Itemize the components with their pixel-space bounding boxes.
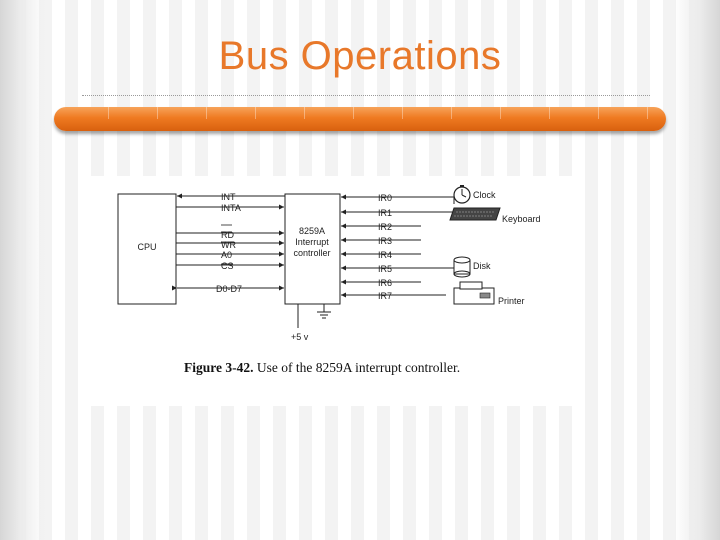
figure-caption-text: Use of the 8259A interrupt controller. [256,360,461,375]
printer-icon [453,281,495,305]
signal-cs: CS [221,261,234,271]
ir7-label: IR7 [378,291,392,301]
power-label: +5 v [291,332,309,342]
cpu-label: CPU [137,242,156,252]
right-shading [674,0,720,540]
signal-int: INT [221,192,236,202]
keyboard-icon [449,207,501,221]
ir0-label: IR0 [378,193,392,203]
ir6-label: IR6 [378,278,392,288]
controller-label-line3: controller [293,248,330,258]
interrupt-controller-diagram: CPU 8259A Interrupt controller INT INTA … [117,185,541,342]
ir2-label: IR2 [378,222,392,232]
cpu-box [117,193,177,305]
keyboard-label: Keyboard [502,214,541,224]
figure-panel: CPU 8259A Interrupt controller INT INTA … [88,176,580,406]
title-divider [82,95,650,96]
slide-title: Bus Operations [218,34,502,78]
ir3-label: IR3 [378,236,392,246]
disk-icon [453,256,471,278]
controller-label-line1: 8259A [299,226,325,236]
ir1-label: IR1 [378,208,392,218]
ground-icon [317,304,331,319]
ir4-label: IR4 [378,250,392,260]
figure-caption: Figure 3-42. Use of the 8259A interrupt … [184,360,564,376]
signal-inta: INTA [221,203,241,213]
signal-d0-d7: D0-D7 [216,284,242,294]
orange-header-bar [54,107,666,131]
disk-label: Disk [473,261,491,271]
clock-label: Clock [473,190,496,200]
signal-wr: WR [221,240,236,250]
clock-icon [453,185,471,204]
header-bar-highlight [60,107,660,119]
controller-label-line2: Interrupt [295,237,329,247]
signal-rd: RD [221,230,234,240]
left-shading [0,0,46,540]
controller-box [284,193,341,305]
signal-a0: A0 [221,250,232,260]
figure-caption-label: Figure 3-42. [184,360,254,375]
ir5-label: IR5 [378,264,392,274]
printer-label: Printer [498,296,525,306]
